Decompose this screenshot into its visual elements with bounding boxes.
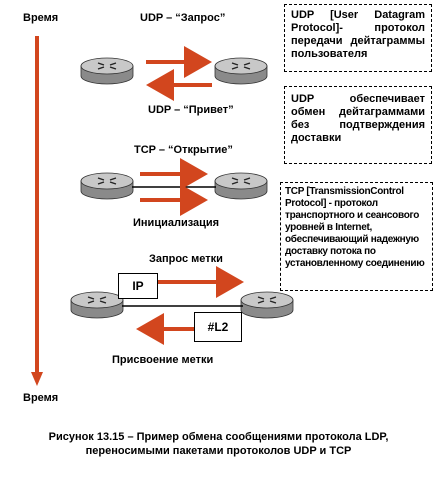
- router-icon: [70, 291, 124, 319]
- time-axis-arrowhead: [31, 372, 43, 386]
- tcp-init-label: Инициализация: [133, 217, 220, 229]
- udp-definition-text: UDP [User Datagram Protocol]- протокол п…: [291, 9, 425, 60]
- router-icon: [214, 57, 268, 85]
- udp-definition-box: UDP [User Datagram Protocol]- протокол п…: [284, 4, 432, 72]
- router-icon: [240, 291, 294, 319]
- tcp-definition-box: TCP [TransmissionControl Protocol] - про…: [280, 182, 433, 291]
- udp-request-label: UDP – “Запрос”: [140, 12, 226, 24]
- l2-tag: #L2: [194, 312, 242, 342]
- tcp-definition-text: TCP [TransmissionControl Protocol] - про…: [285, 186, 425, 269]
- udp-reply-label: UDP – “Привет”: [148, 104, 234, 116]
- time-label-bottom: Время: [23, 392, 59, 404]
- router-icon: [80, 172, 134, 200]
- router-icon: [80, 57, 134, 85]
- label-request-label: Запрос метки: [149, 253, 223, 265]
- time-label-top: Время: [23, 12, 59, 24]
- router-icon: [214, 172, 268, 200]
- ip-tag: IP: [118, 273, 158, 299]
- tcp-open-label: TCP – “Открытие”: [134, 144, 233, 156]
- figure-caption: Рисунок 13.15 – Пример обмена сообщениям…: [48, 431, 389, 457]
- udp-note-box: UDP обеспечивает обмен дейтаграммами без…: [284, 86, 432, 164]
- udp-note-text: UDP обеспечивает обмен дейтаграммами без…: [291, 93, 425, 144]
- label-assign-label: Присвоение метки: [112, 354, 214, 366]
